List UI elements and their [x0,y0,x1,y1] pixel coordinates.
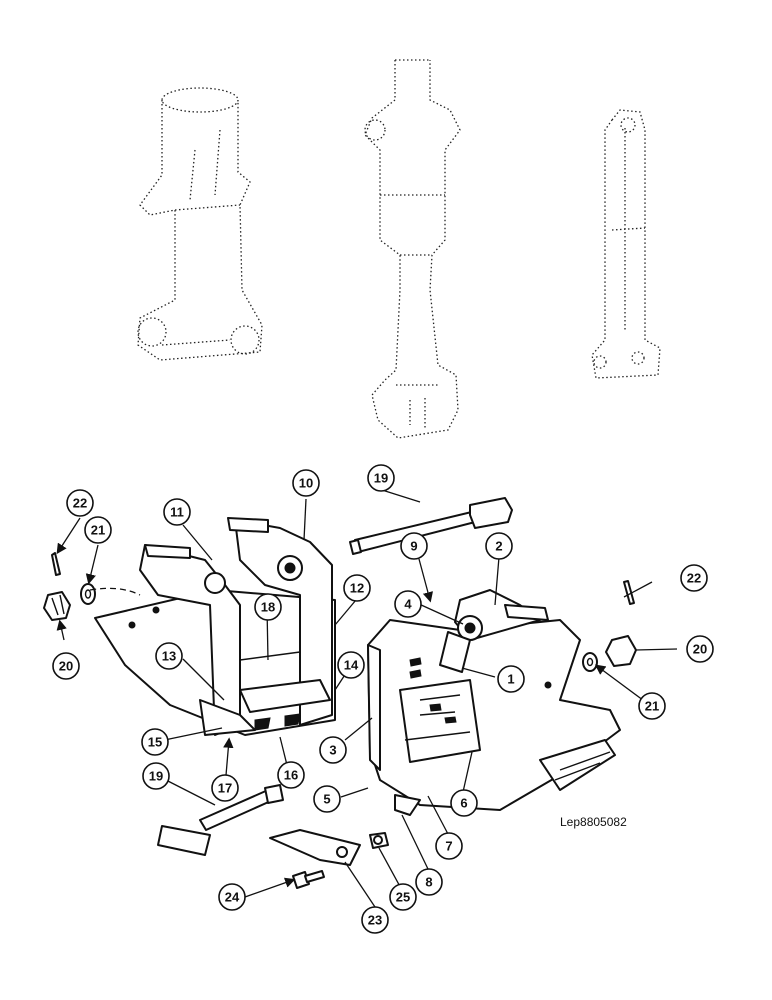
callout-25: 25 [389,883,417,911]
callout-8: 8 [415,868,443,896]
svg-text:25: 25 [396,890,410,905]
svg-text:2: 2 [495,539,502,554]
svg-text:4: 4 [404,597,412,612]
svg-text:19: 19 [374,471,388,486]
svg-text:20: 20 [693,642,707,657]
svg-text:21: 21 [645,699,659,714]
svg-text:13: 13 [162,649,176,664]
callout-15: 15 [141,728,169,756]
callout-3: 3 [319,736,347,764]
callout-6: 6 [450,789,478,817]
svg-text:23: 23 [368,913,382,928]
svg-text:10: 10 [299,476,313,491]
callout-24: 24 [218,883,246,911]
ghost-arm-left [137,87,263,361]
callout-2: 2 [485,532,513,560]
svg-text:20: 20 [59,659,73,674]
left-fasteners [43,552,141,621]
callout-20-right: 20 [686,635,714,663]
svg-text:12: 12 [350,581,364,596]
svg-text:6: 6 [460,796,467,811]
callout-20-left: 20 [52,652,80,680]
svg-text:3: 3 [329,743,336,758]
svg-text:16: 16 [284,768,298,783]
callout-12: 12 [343,574,371,602]
callout-21-left: 21 [84,516,112,544]
callout-23: 23 [361,906,389,934]
callout-10: 10 [292,469,320,497]
callout-19-lower: 19 [142,762,170,790]
callout-21-right: 21 [638,692,666,720]
pin-lower [157,784,284,856]
callout-11: 11 [163,498,191,526]
callout-7: 7 [435,832,463,860]
svg-text:5: 5 [323,792,330,807]
svg-text:8: 8 [425,875,432,890]
callout-19-upper: 19 [367,464,395,492]
callout-22-left: 22 [66,489,94,517]
ghost-arm-center [364,59,461,439]
svg-text:17: 17 [218,781,232,796]
callout-5: 5 [313,785,341,813]
svg-text:11: 11 [170,505,184,520]
svg-text:22: 22 [73,496,87,511]
callout-4: 4 [394,590,422,618]
svg-text:22: 22 [687,571,701,586]
callout-9: 9 [400,532,428,560]
svg-text:7: 7 [445,839,452,854]
callout-18: 18 [254,593,282,621]
svg-text:21: 21 [91,523,105,538]
svg-text:15: 15 [148,735,162,750]
ghost-cylinder-right [591,109,661,379]
pin-upper [349,497,513,555]
reference-number: Lep8805082 [560,815,627,829]
svg-text:14: 14 [344,658,359,673]
svg-text:24: 24 [225,890,240,905]
callout-1: 1 [497,665,525,693]
svg-text:19: 19 [149,769,163,784]
right-bucket-assembly [367,589,621,816]
svg-text:1: 1 [507,672,514,687]
svg-text:18: 18 [261,600,275,615]
callout-16: 16 [277,761,305,789]
left-bucket-assembly [94,517,336,736]
callout-17: 17 [211,774,239,802]
callout-22-right: 22 [680,564,708,592]
tooth-and-fasteners [269,829,389,889]
callout-14: 14 [337,651,365,679]
svg-text:9: 9 [410,539,417,554]
right-fasteners [582,580,637,672]
callout-13: 13 [155,642,183,670]
